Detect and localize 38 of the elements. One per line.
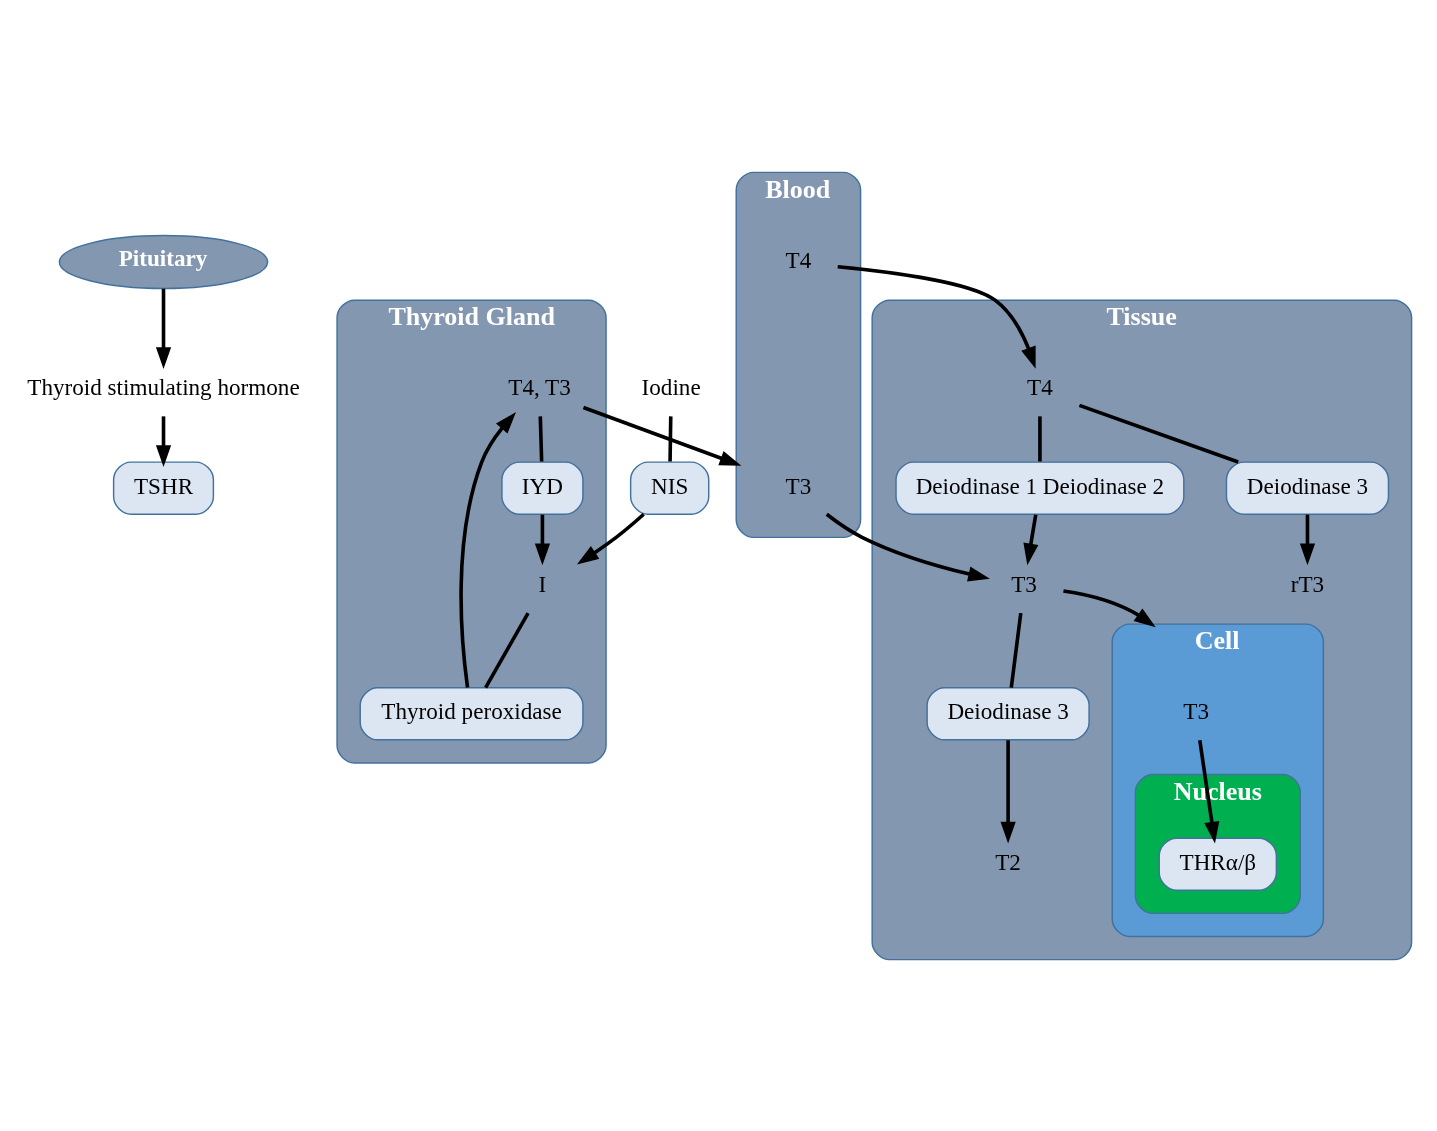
arrow	[825, 512, 990, 581]
arrow	[534, 514, 551, 565]
node-text: T4	[785, 246, 812, 273]
connector	[1078, 403, 1239, 464]
node-box: Deiodinase 3	[926, 686, 1090, 741]
node-text: Thyroid stimulating hormone	[27, 373, 300, 400]
connector	[1038, 415, 1042, 461]
node-box: THRα/β	[1158, 836, 1278, 891]
arrow	[155, 288, 172, 369]
node-text: T2	[995, 848, 1021, 875]
arrow	[1000, 739, 1016, 844]
node-text: T3	[1183, 697, 1209, 724]
arrow	[1198, 739, 1220, 843]
connector	[1009, 612, 1023, 688]
arrow	[1023, 513, 1039, 565]
node-box: Deiodinase 3	[1225, 460, 1390, 515]
connector	[668, 415, 673, 462]
node-text: T4	[1027, 373, 1053, 400]
node-text: rT3	[1290, 570, 1325, 597]
node-text: I	[538, 570, 547, 597]
node-box: TSHR	[112, 460, 215, 515]
node-box: NIS	[629, 460, 710, 515]
arrow	[1299, 514, 1316, 565]
connector	[538, 415, 544, 462]
arrow	[459, 411, 516, 688]
node-text: T3	[785, 472, 812, 499]
arrow	[576, 512, 645, 564]
node-ellipse: Pituitary	[58, 234, 269, 289]
node-text: Iodine	[641, 373, 701, 400]
arrow	[1063, 588, 1156, 627]
node-box: IYD	[501, 460, 584, 515]
arrow	[837, 264, 1036, 369]
node-text: T3	[1011, 570, 1037, 597]
connector	[484, 611, 530, 689]
arrow	[155, 415, 172, 467]
node-text: T4, T3	[508, 373, 571, 400]
node-box: Thyroid peroxidase	[359, 686, 584, 741]
node-box: Deiodinase 1 Deiodinase 2	[895, 460, 1185, 515]
